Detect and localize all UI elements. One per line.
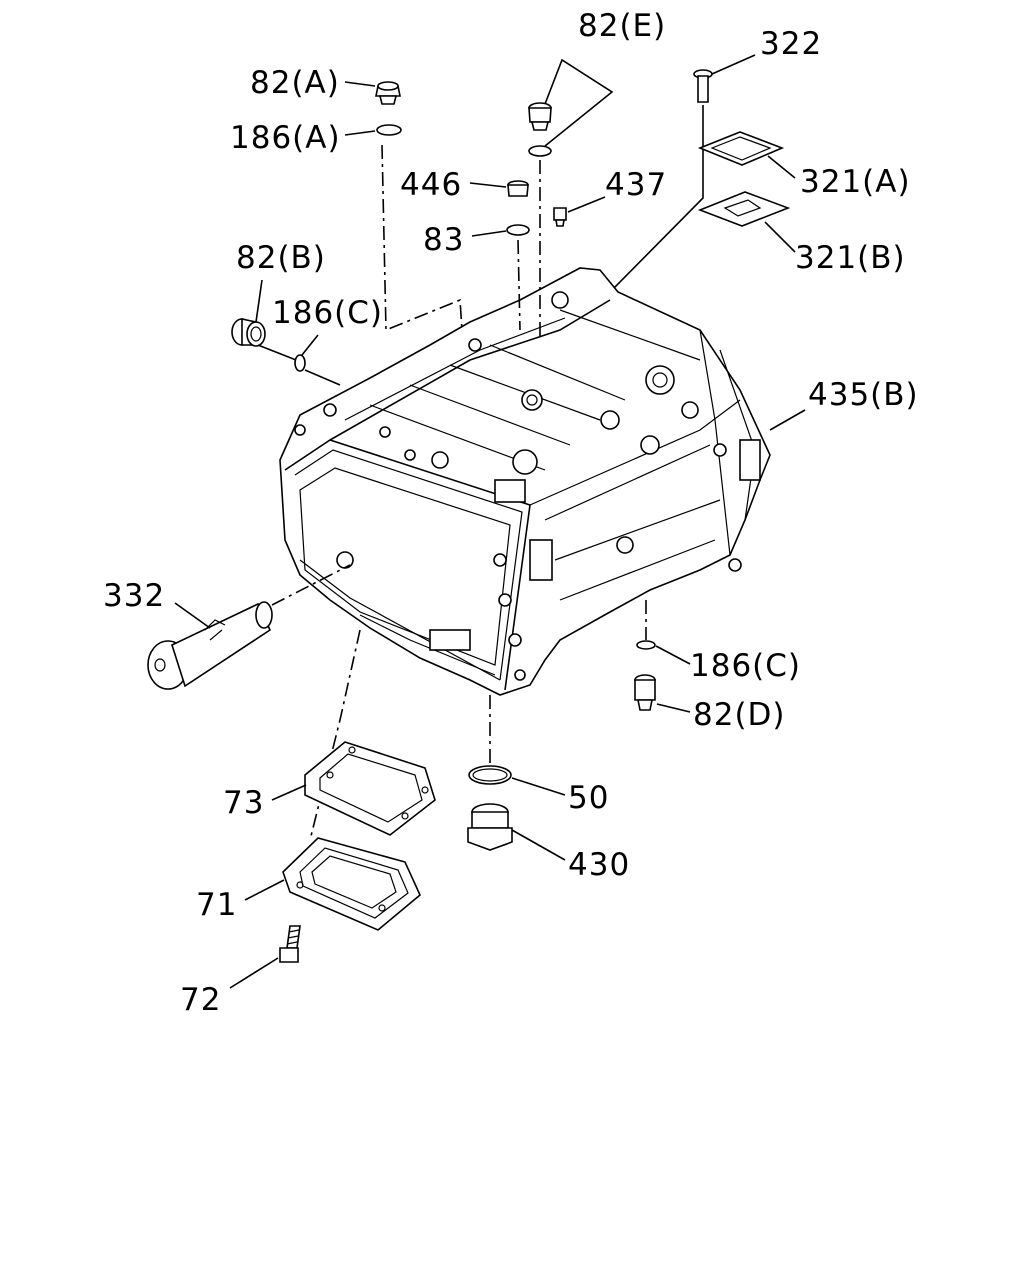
leader-lines bbox=[174, 54, 806, 989]
plug-82e bbox=[528, 102, 552, 131]
label-186c-bottom: 186(C) bbox=[690, 648, 801, 684]
label-435b: 435(B) bbox=[808, 377, 919, 413]
label-72: 72 bbox=[180, 982, 221, 1018]
label-71: 71 bbox=[196, 887, 237, 923]
washer-186c-bottom bbox=[636, 640, 656, 650]
label-321b: 321(B) bbox=[795, 240, 906, 276]
shaft-332 bbox=[147, 601, 273, 690]
label-446: 446 bbox=[400, 167, 462, 203]
callout-labels: 82(A) 186(A) 82(E) 322 446 437 83 321(A)… bbox=[103, 8, 919, 1018]
oring-83 bbox=[506, 224, 530, 236]
leader-82e bbox=[544, 58, 614, 147]
plug-82a bbox=[375, 81, 401, 105]
label-321a: 321(A) bbox=[800, 164, 911, 200]
bolt-72 bbox=[279, 925, 301, 963]
plug-430 bbox=[467, 803, 513, 851]
gasket-73 bbox=[304, 741, 436, 836]
centerline-83 bbox=[517, 239, 521, 331]
transmission-case bbox=[279, 267, 771, 696]
label-82e: 82(E) bbox=[578, 8, 666, 44]
label-437: 437 bbox=[605, 167, 667, 203]
label-82d: 82(D) bbox=[693, 697, 786, 733]
plug-446 bbox=[507, 180, 529, 197]
centerline-322 bbox=[613, 105, 704, 289]
label-50: 50 bbox=[568, 780, 609, 816]
label-332: 332 bbox=[103, 578, 165, 614]
plug-82b bbox=[231, 318, 266, 347]
label-82b: 82(B) bbox=[236, 240, 326, 276]
plug-437 bbox=[553, 207, 567, 227]
label-430: 430 bbox=[568, 847, 630, 883]
label-186c-top: 186(C) bbox=[272, 295, 383, 331]
washer-186c-top bbox=[294, 354, 306, 372]
washer-82e bbox=[528, 145, 552, 157]
centerline-82a bbox=[381, 144, 463, 332]
pin-322 bbox=[693, 69, 713, 103]
label-73: 73 bbox=[223, 785, 264, 821]
label-83: 83 bbox=[423, 222, 464, 258]
centerline-332 bbox=[271, 564, 351, 606]
label-186a: 186(A) bbox=[230, 120, 341, 156]
plate-321a bbox=[697, 131, 785, 166]
label-322: 322 bbox=[760, 26, 822, 62]
label-82a: 82(A) bbox=[250, 65, 340, 101]
cover-71 bbox=[282, 837, 421, 931]
washer-186a bbox=[376, 124, 402, 136]
plate-321b bbox=[697, 191, 791, 227]
plug-82d bbox=[634, 674, 656, 711]
